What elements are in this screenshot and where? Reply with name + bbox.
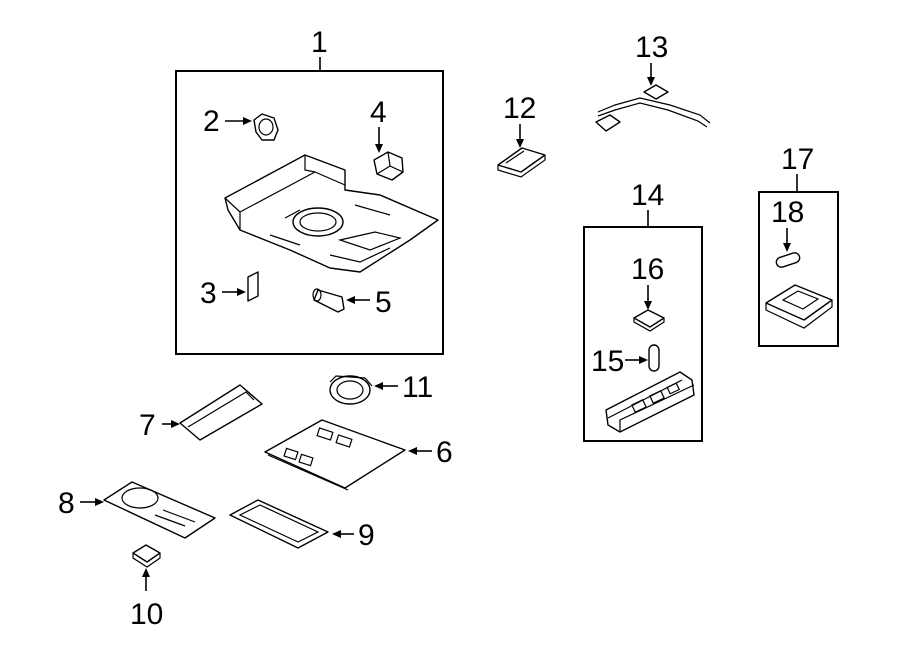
callout-1: 1 [311,26,328,59]
speaker-icon [329,375,373,405]
wire-harness-icon [595,84,711,132]
arrowhead-2 [243,117,252,125]
arrowhead-15 [639,356,648,364]
arrowhead-13 [647,77,655,86]
arrowhead-6 [408,447,417,455]
lens-plate-icon [229,499,329,549]
arrowhead-7 [171,420,180,428]
callout-11: 11 [402,371,433,404]
callout-10: 10 [130,598,163,631]
lamp-lens-icon [373,151,404,181]
callout-13: 13 [635,31,668,64]
callout-16: 16 [631,253,664,286]
arrowhead-16 [644,301,652,310]
callout-8: 8 [58,487,75,520]
callout-18: 18 [771,196,804,229]
console-trim-panel-icon [264,419,406,491]
callout-3: 3 [200,277,217,310]
callout-4: 4 [370,96,387,129]
front-trim-plate-icon [103,481,216,539]
trim-strip-icon [179,384,263,441]
arrowhead-12 [516,139,524,148]
sensor-module-icon [497,147,546,178]
callout-5: 5 [375,286,392,319]
group-box-1 [175,70,444,355]
group-box-17 [758,191,839,347]
callout-9: 9 [358,519,375,552]
arrowhead-4 [375,144,383,153]
lens-icon [633,309,665,332]
bulb-icon-5 [312,288,345,313]
callout-14: 14 [631,179,664,212]
bulb-icon-15 [648,344,660,372]
arrowhead-18 [783,243,791,252]
cargo-lamp-assembly-icon [765,284,833,329]
clip-icon [247,271,259,302]
callout-12: 12 [503,92,536,125]
arrowhead-3 [237,288,246,296]
group-box-14 [583,226,703,442]
overhead-console-assembly-icon [224,154,439,273]
arrowhead-10 [142,568,150,577]
rear-dome-lamp-assembly-icon [605,371,695,433]
switch-cover-icon [132,544,161,568]
callout-7: 7 [139,409,156,442]
arrowhead-11 [374,382,383,390]
arrowhead-5 [346,296,355,304]
arrowhead-8 [95,498,104,506]
callout-15: 15 [591,345,624,378]
bulb-icon-18 [775,252,801,268]
callout-6: 6 [436,436,453,469]
callout-2: 2 [203,105,220,138]
callout-17: 17 [781,143,814,176]
plug-bracket-icon [253,113,279,141]
arrowhead-9 [332,530,341,538]
